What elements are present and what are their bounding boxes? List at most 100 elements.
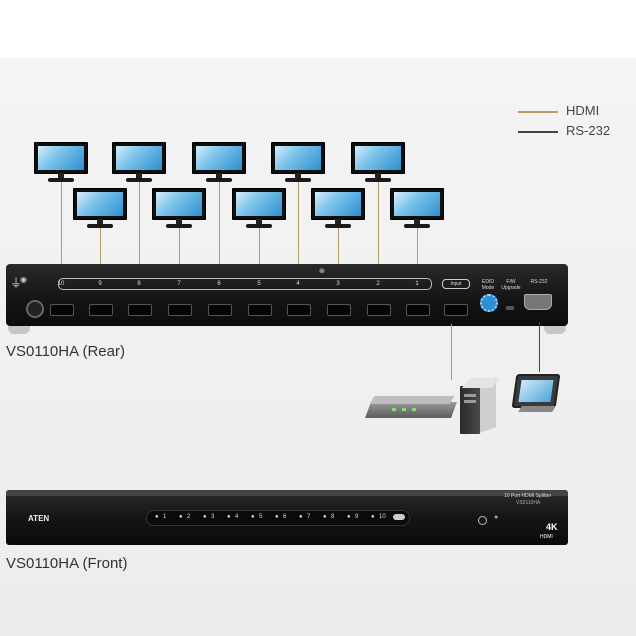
- monitor-icon: [351, 142, 405, 186]
- fw-upgrade-label: F/W Upgrade: [501, 279, 521, 291]
- led-label: 6: [283, 514, 287, 520]
- rs232-line-swatch: [518, 131, 558, 133]
- hdmi-output-port[interactable]: [89, 304, 113, 316]
- badge-4k: 4K: [546, 522, 558, 532]
- port-number: 6: [217, 281, 221, 287]
- hdmi-output-port[interactable]: [406, 304, 430, 316]
- hdmi-cable: [338, 228, 339, 276]
- power-led-icon: ●: [494, 514, 499, 521]
- led-strip: ● 1 ● 2 ● 3 ● 4 ● 5 ● 6 ● 7 ● 8 ● 9 ● 10: [146, 510, 410, 526]
- hdmi-output-port[interactable]: [50, 304, 74, 316]
- edid-mode-dial[interactable]: [480, 294, 498, 312]
- power-jack[interactable]: [26, 300, 44, 318]
- legend-hdmi-label: HDMI: [566, 103, 600, 118]
- edid-label: EDID Mode: [481, 279, 495, 291]
- led-3: ●: [203, 514, 207, 520]
- hdmi-cable: [179, 228, 180, 276]
- power-jack-icon: ◉: [20, 275, 27, 284]
- rear-caption: VS0110HA (Rear): [6, 343, 125, 360]
- led-label: 3: [211, 514, 215, 520]
- led-label: 9: [355, 514, 359, 520]
- front-caption: VS0110HA (Front): [6, 555, 128, 572]
- led-10: ●: [371, 514, 375, 520]
- fw-upgrade-switch[interactable]: [506, 306, 514, 310]
- port-number: 5: [257, 281, 261, 287]
- port-number: 2: [376, 281, 380, 287]
- led-1: ●: [155, 514, 159, 520]
- led-8: ●: [323, 514, 327, 520]
- hdmi-cable: [61, 182, 62, 276]
- hdmi-cable: [219, 182, 220, 276]
- hdmi-output-port[interactable]: [287, 304, 311, 316]
- screw-icon: ⊛: [319, 268, 325, 275]
- hdmi-output-port[interactable]: [128, 304, 152, 316]
- ground-icon: ⏚: [10, 276, 23, 290]
- hdmi-output-port[interactable]: [367, 304, 391, 316]
- hdmi-cable: [259, 228, 260, 276]
- monitor-icon: [311, 188, 365, 232]
- port-number: 9: [98, 281, 102, 287]
- port-number: 8: [137, 281, 141, 287]
- led-5: ●: [251, 514, 255, 520]
- hdmi-output-port[interactable]: [168, 304, 192, 316]
- rs232-port[interactable]: [524, 294, 552, 310]
- hdmi-cable: [378, 182, 379, 276]
- led-label: 1: [163, 514, 167, 520]
- hdmi-output-port[interactable]: [208, 304, 232, 316]
- monitor-icon: [152, 188, 206, 232]
- power-button[interactable]: [478, 516, 487, 525]
- media-player-icon: [365, 396, 457, 420]
- hdmi-output-port[interactable]: [327, 304, 351, 316]
- monitor-icon: [390, 188, 444, 232]
- output-port-strip: [58, 278, 432, 290]
- port-number: 10: [57, 281, 65, 287]
- rs232-port-label: RS-232: [530, 279, 548, 285]
- rubber-foot: [544, 326, 566, 334]
- hdmi-cable: [139, 182, 140, 276]
- port-number: 7: [177, 281, 181, 287]
- legend-hdmi: HDMI: [518, 103, 628, 119]
- pc-tower-icon: [460, 377, 501, 434]
- port-number: 4: [296, 281, 300, 287]
- led-label: 8: [331, 514, 335, 520]
- monitor-icon: [232, 188, 286, 232]
- console-monitor-icon: [510, 374, 561, 414]
- port-number: 3: [336, 281, 340, 287]
- monitor-icon: [73, 188, 127, 232]
- hdmi-cable: [451, 324, 452, 380]
- led-4: ●: [227, 514, 231, 520]
- input-label-box: Input: [442, 279, 470, 289]
- legend-rs232: RS-232: [518, 123, 628, 139]
- port-number: 1: [415, 281, 419, 287]
- monitor-icon: [271, 142, 325, 186]
- monitor-icon: [112, 142, 166, 186]
- rear-panel: ⏚ ◉ 10 9 8 7 6 5 4 3 2 1 Input EDID Mode…: [6, 264, 568, 326]
- hdmi-cable: [417, 228, 418, 276]
- input-label: Input: [450, 281, 462, 287]
- monitor-icon: [34, 142, 88, 186]
- led-2: ●: [179, 514, 183, 520]
- hdmi-input-port[interactable]: [444, 304, 468, 316]
- led-label: 4: [235, 514, 239, 520]
- model-number: VS0110HA: [516, 500, 541, 506]
- led-6: ●: [275, 514, 279, 520]
- badge-hdmi: HDMI: [540, 534, 553, 540]
- hdmi-line-swatch: [518, 111, 558, 113]
- brand-logo: ATEN: [28, 514, 50, 523]
- legend-rs232-label: RS-232: [566, 123, 611, 138]
- led-label: 2: [187, 514, 191, 520]
- monitor-icon: [192, 142, 246, 186]
- input-led: [393, 514, 405, 520]
- led-label: 7: [307, 514, 311, 520]
- model-title: 10 Port HDMI Splitter: [504, 493, 552, 499]
- led-label: 5: [259, 514, 263, 520]
- hdmi-cable: [298, 182, 299, 276]
- hdmi-output-port[interactable]: [248, 304, 272, 316]
- front-panel: ATEN ● 1 ● 2 ● 3 ● 4 ● 5 ● 6 ● 7 ● 8 ● 9…: [6, 490, 568, 545]
- rubber-foot: [8, 326, 30, 334]
- rs232-cable: [539, 322, 540, 372]
- led-9: ●: [347, 514, 351, 520]
- led-label: 10: [379, 514, 386, 520]
- led-7: ●: [299, 514, 303, 520]
- hdmi-cable: [100, 228, 101, 276]
